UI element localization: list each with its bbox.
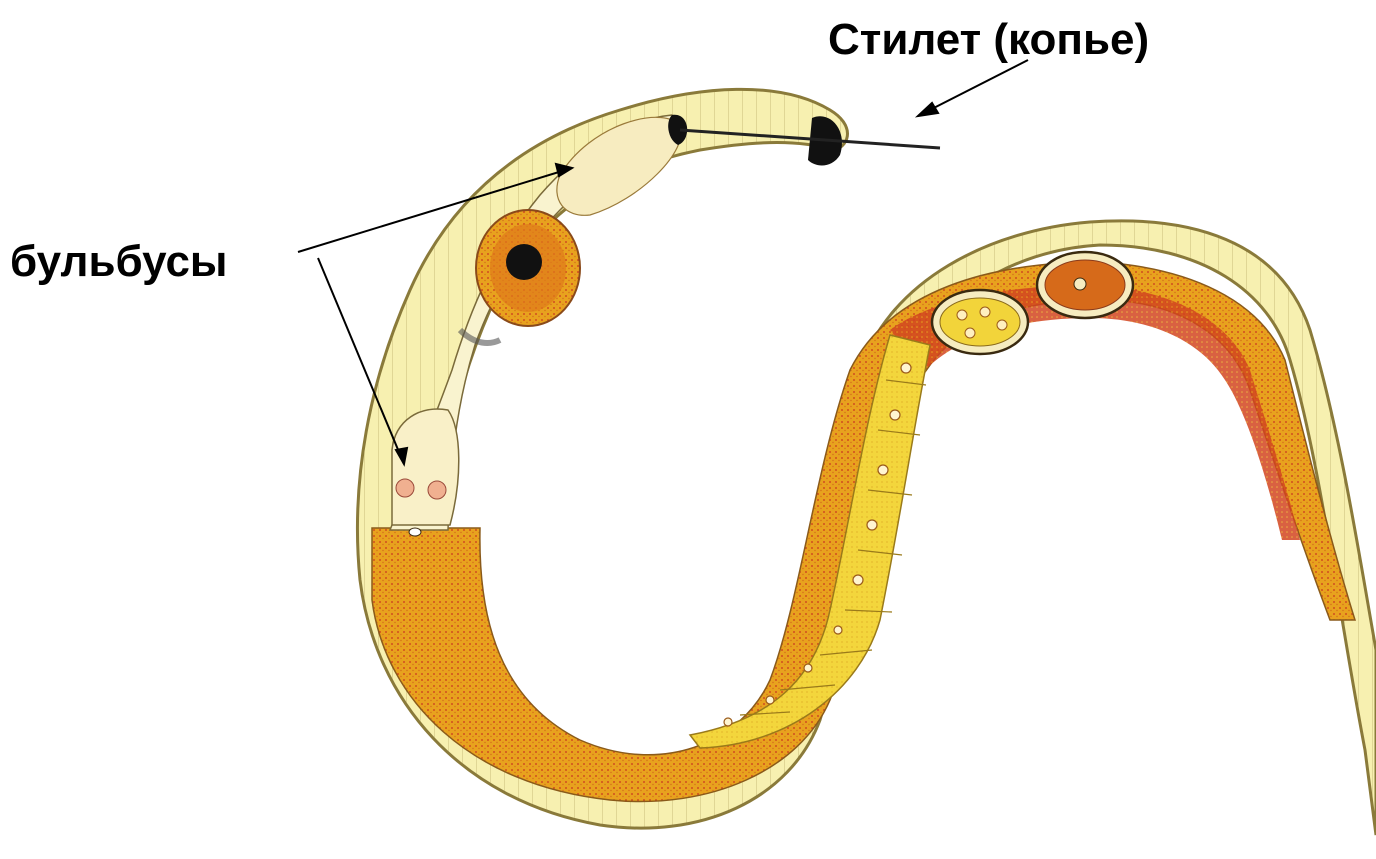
stylet-label: Стилет (копье): [828, 18, 1149, 62]
median-bulb: [476, 210, 580, 326]
posterior-bulb: [392, 409, 459, 536]
bulbs-label: бульбусы: [10, 240, 228, 284]
bulb-valve: [506, 244, 542, 280]
